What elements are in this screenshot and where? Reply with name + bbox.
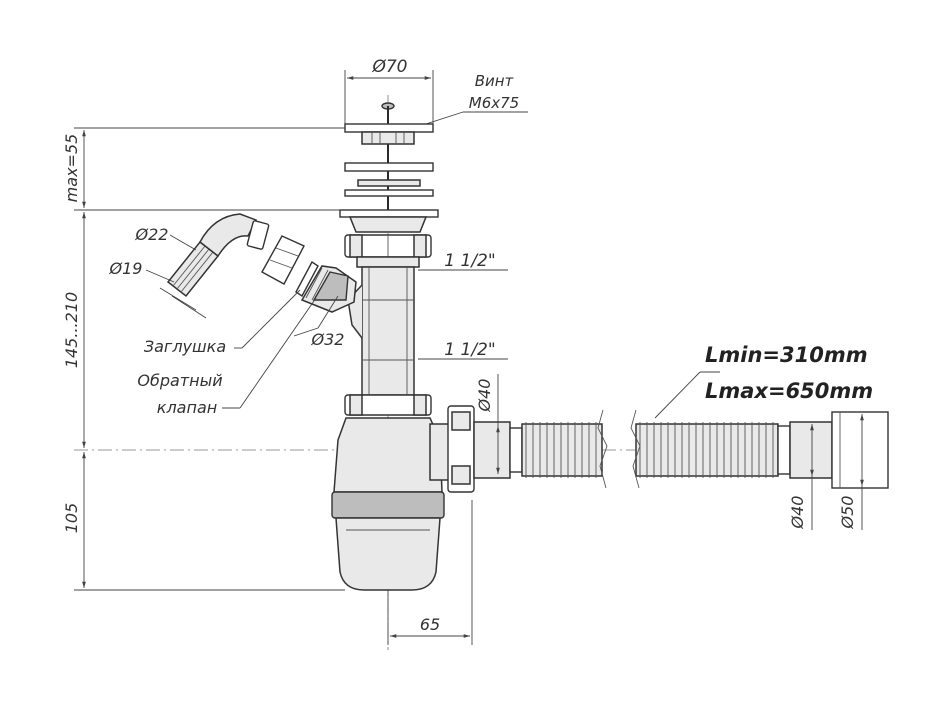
nozzle-outer-label: Ø22 [135,225,169,244]
nozzle-dim-2 [171,295,207,319]
nozzle-gasket [295,260,319,298]
hose-out-diameter-label: Ø50 [838,496,857,530]
corrugated-hose-left [521,422,603,478]
check-valve-leader [239,297,317,409]
vertical-pipe [361,266,415,396]
hose-break-right [630,409,641,489]
nozzle-outer-leader [169,234,197,251]
thread-lower-label: 1 1/2" [444,340,495,360]
offset-label: 65 [420,615,440,634]
plug-leader [241,289,301,349]
check-valve-label-2: клапан [157,398,217,417]
hose-max-label: Lmax=650mm [705,379,873,403]
hose-min-label: Lmin=310mm [705,343,868,367]
nozzle-connector [300,265,357,313]
extension-lines [74,70,473,645]
outlet-fitting [429,405,523,493]
upper-nut [344,234,432,268]
drain-flange [339,209,439,233]
outlet-diameter-label: Ø40 [475,379,494,413]
bottom-height-label: 105 [62,503,81,534]
hose-end-fitting [777,411,889,489]
gaskets [344,162,434,197]
max-height-label: max=55 [62,134,81,203]
side-diameter-label: Ø32 [311,330,345,349]
hose-length-leader [654,371,701,419]
nozzle-elbow [166,213,270,298]
top-diameter-label: Ø70 [371,57,407,77]
mid-height-label: 145...210 [62,292,81,368]
screw-label: Винт [475,72,515,90]
side-diameter-leader [293,327,319,337]
nozzle-inner-label: Ø19 [109,259,143,278]
check-valve-label-1: Обратный [137,371,222,390]
nozzle-nut [261,235,305,285]
plug-label: Заглушка [144,337,226,356]
drain-grate [344,123,434,145]
siphon-flask [331,417,445,591]
lower-nut [344,394,432,416]
nozzle-dim-1 [159,287,197,311]
nozzle-inner-leader [145,269,175,283]
corrugated-hose-right [635,422,779,478]
hose-break-left [597,409,608,489]
screw-size-label: М6х75 [469,94,519,112]
hose-in-diameter-label: Ø40 [788,496,807,530]
thread-upper-label: 1 1/2" [444,251,495,271]
side-diameter-leader-2 [317,295,339,329]
